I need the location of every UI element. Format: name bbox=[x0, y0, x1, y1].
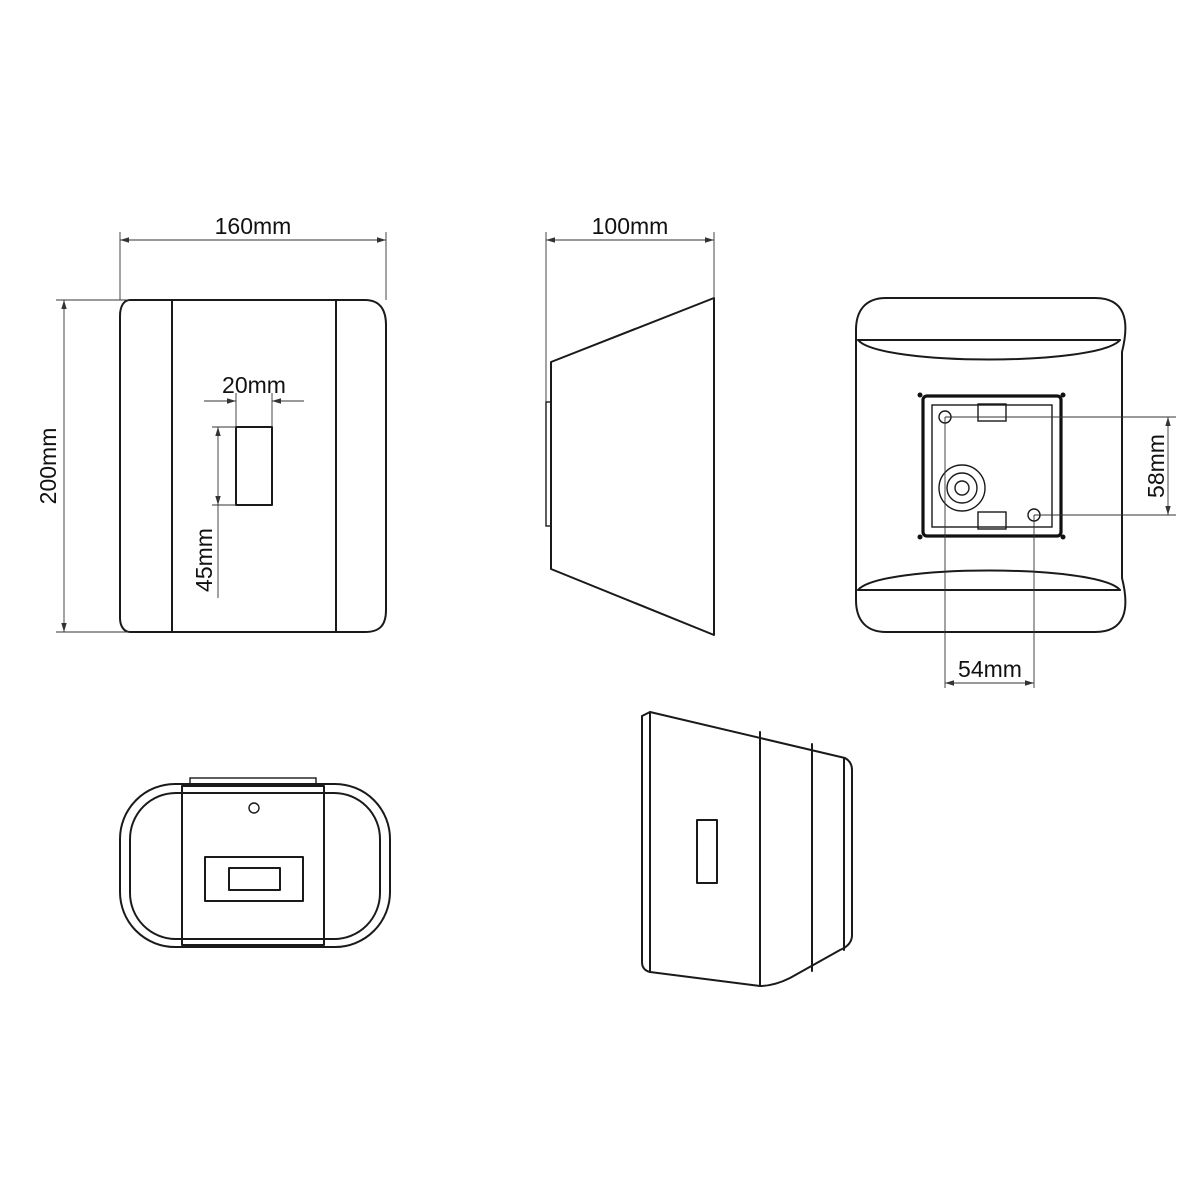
front-view-window bbox=[235, 426, 273, 506]
back-view-top-curve bbox=[857, 339, 1121, 361]
corner-screw-top-left bbox=[917, 392, 923, 398]
mounting-clip-top bbox=[977, 403, 1007, 422]
back-view bbox=[855, 297, 1127, 633]
cable-entry-inner bbox=[954, 480, 970, 496]
bottom-view-mount-tab bbox=[189, 777, 317, 787]
back-view-outline bbox=[855, 297, 1127, 633]
mount-vertical-dimension-label: 58mm bbox=[1143, 434, 1169, 498]
perspective-view bbox=[641, 711, 853, 987]
front-view-dimensions: 160mm 200mm 20mm 45mm bbox=[35, 213, 387, 633]
mounting-clip-bottom bbox=[977, 511, 1007, 530]
side-view-dimensions: 100mm bbox=[545, 213, 715, 402]
back-view-dimensions: 58mm 54mm bbox=[944, 416, 1176, 688]
perspective-view-outline bbox=[641, 711, 853, 987]
front-view-outline bbox=[119, 299, 387, 633]
window-offset-dimension-label: 45mm bbox=[191, 528, 217, 592]
corner-screw-bottom-right bbox=[1060, 534, 1066, 540]
perspective-view-window bbox=[696, 819, 718, 884]
bottom-view-inner bbox=[129, 792, 381, 940]
cable-entry-middle bbox=[946, 472, 978, 504]
bottom-view-window-frame bbox=[204, 856, 304, 902]
front-view bbox=[119, 299, 387, 633]
corner-screw-top-right bbox=[1060, 392, 1066, 398]
cable-entry-outer bbox=[938, 464, 986, 512]
mounting-plate-inner bbox=[931, 404, 1053, 528]
corner-screw-bottom-left bbox=[917, 534, 923, 540]
bottom-view bbox=[119, 777, 391, 948]
bottom-view-indicator-dot bbox=[248, 802, 260, 814]
bottom-view-outer bbox=[119, 783, 391, 948]
side-view bbox=[545, 297, 715, 636]
window-width-dimension-label: 20mm bbox=[222, 372, 286, 398]
height-dimension-label: 200mm bbox=[35, 428, 61, 505]
bottom-view-window bbox=[228, 867, 281, 891]
width-dimension-label: 160mm bbox=[215, 213, 292, 239]
side-view-body bbox=[550, 297, 715, 636]
depth-dimension-label: 100mm bbox=[592, 213, 669, 239]
back-view-bottom-curve bbox=[857, 569, 1121, 591]
mounting-plate bbox=[921, 394, 1063, 538]
mount-horizontal-dimension-label: 54mm bbox=[958, 656, 1022, 682]
side-view-mounting-bracket bbox=[545, 401, 552, 527]
